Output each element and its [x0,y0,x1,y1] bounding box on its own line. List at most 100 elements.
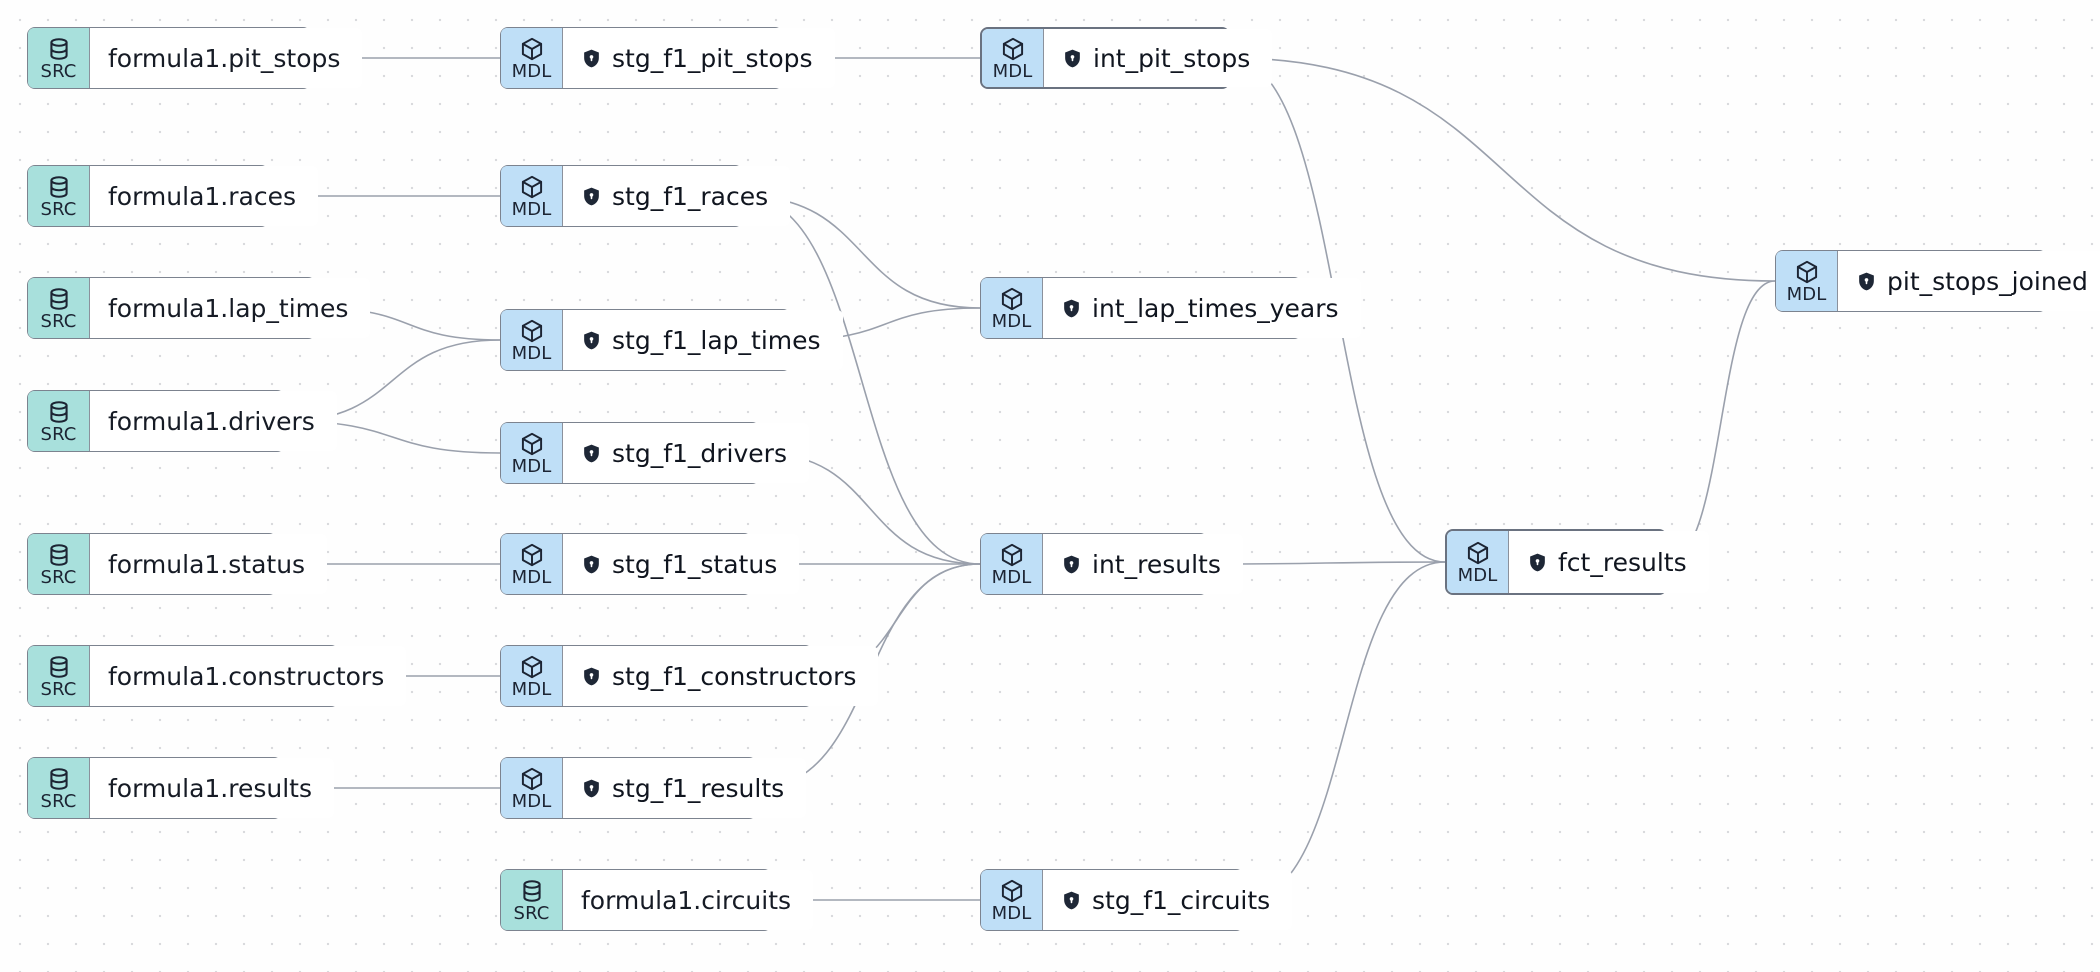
node-label: formula1.status [108,549,306,579]
node-type-badge-src: SRC [28,391,90,451]
node-label: formula1.results [108,773,313,803]
cube-icon [999,286,1025,312]
node-label: formula1.circuits [581,885,792,915]
node-type-badge-mdl: MDL [981,870,1043,930]
database-icon [519,878,545,904]
graph-node-int_results[interactable]: MDL int_results [980,533,1243,595]
node-type-label: MDL [992,60,1033,82]
node-type-badge-src: SRC [28,278,90,338]
node-type-badge-src: SRC [28,28,90,88]
graph-node-int_lap_times_years[interactable]: MDL int_lap_times_years [980,277,1361,339]
node-type-badge-mdl: MDL [1776,251,1838,311]
node-type-label: SRC [40,566,77,588]
node-label: formula1.constructors [108,661,385,691]
shield-lock-icon [581,778,602,799]
database-icon [46,399,72,425]
graph-node-pit_stops_joined[interactable]: MDL pit_stops_joined [1775,250,2100,312]
shield-lock-icon [581,48,602,69]
node-type-label: MDL [511,678,552,700]
graph-node-int_pit_stops[interactable]: MDL int_pit_stops [980,27,1273,89]
database-icon [46,174,72,200]
shield-lock-icon [1527,552,1548,573]
cube-icon [999,542,1025,568]
graph-node-fct_results[interactable]: MDL fct_results [1445,529,1709,595]
cube-icon [519,431,545,457]
graph-edge-stg_circuits-to-fct_results [1243,561,1446,901]
node-label: stg_f1_constructors [612,661,857,691]
shield-lock-icon [1061,890,1082,911]
node-type-badge-src: SRC [28,646,90,706]
shield-lock-icon [1856,271,1877,292]
node-body: formula1.races [90,166,319,226]
graph-node-src_results[interactable]: SRC formula1.results [27,757,335,819]
node-type-label: SRC [513,902,550,924]
node-label: stg_f1_lap_times [612,325,821,355]
node-type-label: MDL [1457,564,1498,586]
shield-lock-icon [581,554,602,575]
node-type-badge-mdl: MDL [501,166,563,226]
node-body: stg_f1_status [563,534,800,594]
node-label: int_results [1092,549,1221,579]
graph-node-stg_constructors[interactable]: MDL stg_f1_constructors [500,645,879,707]
node-body: pit_stops_joined [1838,251,2100,311]
node-body: stg_f1_pit_stops [563,28,835,88]
node-label: int_pit_stops [1093,43,1251,73]
node-label: int_lap_times_years [1092,293,1339,323]
node-type-label: MDL [511,198,552,220]
node-type-label: SRC [40,198,77,220]
graph-node-src_constructors[interactable]: SRC formula1.constructors [27,645,407,707]
node-type-label: MDL [991,566,1032,588]
cube-icon [1465,540,1491,566]
cube-icon [519,318,545,344]
graph-edge-fct_results-to-pit_stops_joined [1666,280,1776,563]
node-type-badge-mdl: MDL [1447,531,1509,593]
node-type-badge-mdl: MDL [981,278,1043,338]
node-body: int_pit_stops [1044,29,1273,87]
graph-node-src_pit_stops[interactable]: SRC formula1.pit_stops [27,27,363,89]
graph-node-stg_drivers[interactable]: MDL stg_f1_drivers [500,422,809,484]
node-label: pit_stops_joined [1887,266,2088,296]
node-body: formula1.drivers [90,391,337,451]
node-type-label: SRC [40,310,77,332]
node-label: stg_f1_pit_stops [612,43,813,73]
node-label: stg_f1_results [612,773,785,803]
node-label: formula1.pit_stops [108,43,341,73]
node-type-label: MDL [991,310,1032,332]
graph-edge-stg_races-to-int_results [742,195,981,565]
node-type-label: MDL [511,342,552,364]
graph-node-src_races[interactable]: SRC formula1.races [27,165,319,227]
graph-edge-int_results-to-fct_results [1207,561,1446,565]
graph-edge-int_pit_stops-to-pit_stops_joined [1229,57,1776,282]
node-type-badge-mdl: MDL [982,29,1044,87]
graph-node-src_circuits[interactable]: SRC formula1.circuits [500,869,814,931]
node-type-label: MDL [511,455,552,477]
node-type-label: MDL [1786,283,1827,305]
database-icon [46,542,72,568]
shield-lock-icon [581,186,602,207]
node-type-label: SRC [40,790,77,812]
database-icon [46,36,72,62]
shield-lock-icon [581,666,602,687]
node-label: stg_f1_status [612,549,778,579]
graph-node-src_status[interactable]: SRC formula1.status [27,533,328,595]
cube-icon [999,878,1025,904]
cube-icon [519,654,545,680]
node-type-badge-src: SRC [28,758,90,818]
node-type-badge-mdl: MDL [501,423,563,483]
node-body: formula1.circuits [563,870,814,930]
node-body: stg_f1_constructors [563,646,879,706]
node-body: fct_results [1509,531,1709,593]
database-icon [46,654,72,680]
node-body: formula1.constructors [90,646,407,706]
graph-node-stg_lap_times[interactable]: MDL stg_f1_lap_times [500,309,843,371]
node-label: stg_f1_drivers [612,438,787,468]
